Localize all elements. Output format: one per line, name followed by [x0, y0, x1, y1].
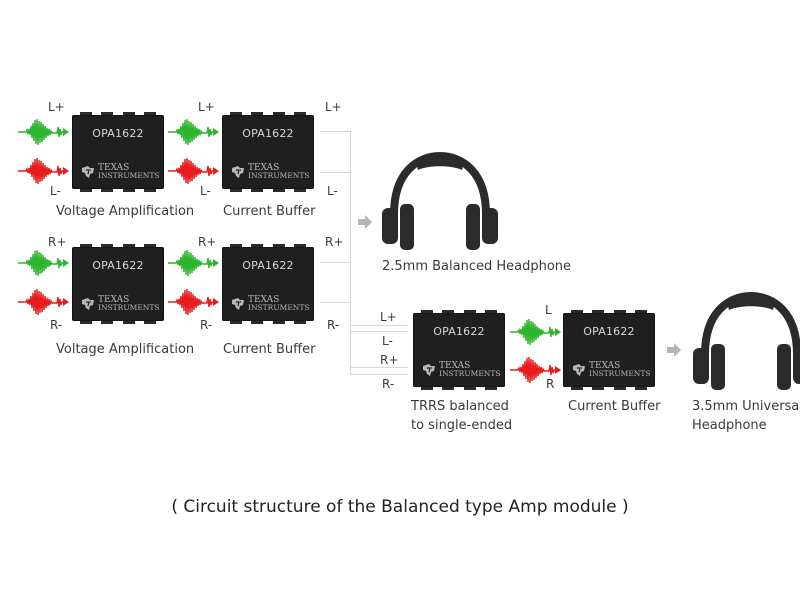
label-r-plus: R+ — [48, 235, 67, 249]
chip-part-number: OPA1622 — [583, 325, 635, 338]
caption-current-buffer: Current Buffer — [223, 342, 316, 357]
brand-line-1: TEXAS — [248, 163, 280, 173]
caption-current-buffer: Current Buffer — [223, 204, 316, 219]
wire-r-minus — [320, 302, 350, 303]
trrs-label-r-minus: R- — [382, 377, 395, 391]
brand-line-2: INSTRUMENTS — [98, 303, 160, 312]
chip-part-number: OPA1622 — [92, 127, 144, 140]
wire-trrs-r-minus — [350, 374, 408, 375]
ti-logo-icon — [80, 164, 96, 180]
arrow-right-icon — [357, 214, 373, 230]
negative-waveform-icon — [18, 287, 70, 317]
label-r-plus: R+ — [198, 235, 217, 249]
positive-waveform-icon — [18, 117, 70, 147]
ti-logo-icon — [571, 362, 587, 378]
wire-r-plus — [320, 262, 350, 263]
headphones-icon — [382, 152, 498, 252]
brand-line-1: TEXAS — [589, 361, 621, 371]
wire-trrs-r-plus — [350, 367, 408, 368]
brand-line-2: INSTRUMENTS — [248, 171, 310, 180]
chip-part-number: OPA1622 — [433, 325, 485, 338]
ti-logo-icon — [80, 296, 96, 312]
label-l-minus: L- — [200, 184, 211, 198]
negative-waveform-icon — [168, 156, 220, 186]
positive-waveform-icon — [168, 117, 220, 147]
label-r-minus: R- — [327, 318, 340, 332]
positive-waveform-icon — [168, 248, 220, 278]
wire-l-minus — [320, 172, 350, 173]
positive-waveform-icon — [18, 248, 70, 278]
trrs-label-r-plus: R+ — [380, 353, 399, 367]
brand-line-2: INSTRUMENTS — [98, 171, 160, 180]
brand-line-2: INSTRUMENTS — [248, 303, 310, 312]
left-waveform-icon — [510, 317, 562, 347]
trrs-label-l-plus: L+ — [380, 310, 397, 324]
chip-part-number: OPA1622 — [242, 127, 294, 140]
label-l-minus: L- — [327, 184, 338, 198]
signal-label-l: L — [545, 303, 552, 317]
label-r-plus: R+ — [325, 235, 344, 249]
caption-voltage-amplification: Voltage Amplification — [56, 342, 195, 357]
negative-waveform-icon — [168, 287, 220, 317]
brand-line-1: TEXAS — [439, 361, 471, 371]
balanced-headphone-label: 2.5mm Balanced Headphone — [382, 259, 572, 274]
label-l-plus: L+ — [325, 100, 342, 114]
trrs-label-l-minus: L- — [382, 334, 393, 348]
wire-bus-vertical — [350, 131, 351, 375]
chip-part-number: OPA1622 — [92, 259, 144, 272]
ti-logo-icon — [230, 296, 246, 312]
arrow-right-icon — [666, 342, 682, 358]
chip-part-number: OPA1622 — [242, 259, 294, 272]
label-l-minus: L- — [50, 184, 61, 198]
label-l-plus: L+ — [198, 100, 215, 114]
label-l-plus: L+ — [48, 100, 65, 114]
brand-line-1: TEXAS — [248, 295, 280, 305]
headphones-icon — [693, 292, 800, 392]
caption-current-buffer-se: Current Buffer — [568, 399, 661, 414]
diagram-title: ( Circuit structure of the Balanced type… — [171, 497, 629, 517]
ti-logo-icon — [230, 164, 246, 180]
label-r-minus: R- — [200, 318, 213, 332]
universal-headphone-label-line-2: Headphone — [692, 418, 767, 433]
signal-label-r: R — [546, 377, 555, 391]
caption-trrs-line-2: to single-ended — [411, 418, 513, 433]
brand-line-1: TEXAS — [98, 163, 130, 173]
label-r-minus: R- — [50, 318, 63, 332]
caption-voltage-amplification: Voltage Amplification — [56, 204, 195, 219]
universal-headphone-label-line-1: 3.5mm Universal — [692, 399, 800, 414]
wire-l-plus — [320, 131, 350, 132]
ti-logo-icon — [421, 362, 437, 378]
brand-line-2: INSTRUMENTS — [589, 369, 651, 378]
brand-line-2: INSTRUMENTS — [439, 369, 501, 378]
negative-waveform-icon — [18, 156, 70, 186]
wire-trrs-l-minus — [350, 331, 408, 332]
caption-trrs-line-1: TRRS balanced — [411, 399, 509, 414]
brand-line-1: TEXAS — [98, 295, 130, 305]
wire-trrs-l-plus — [350, 325, 408, 326]
